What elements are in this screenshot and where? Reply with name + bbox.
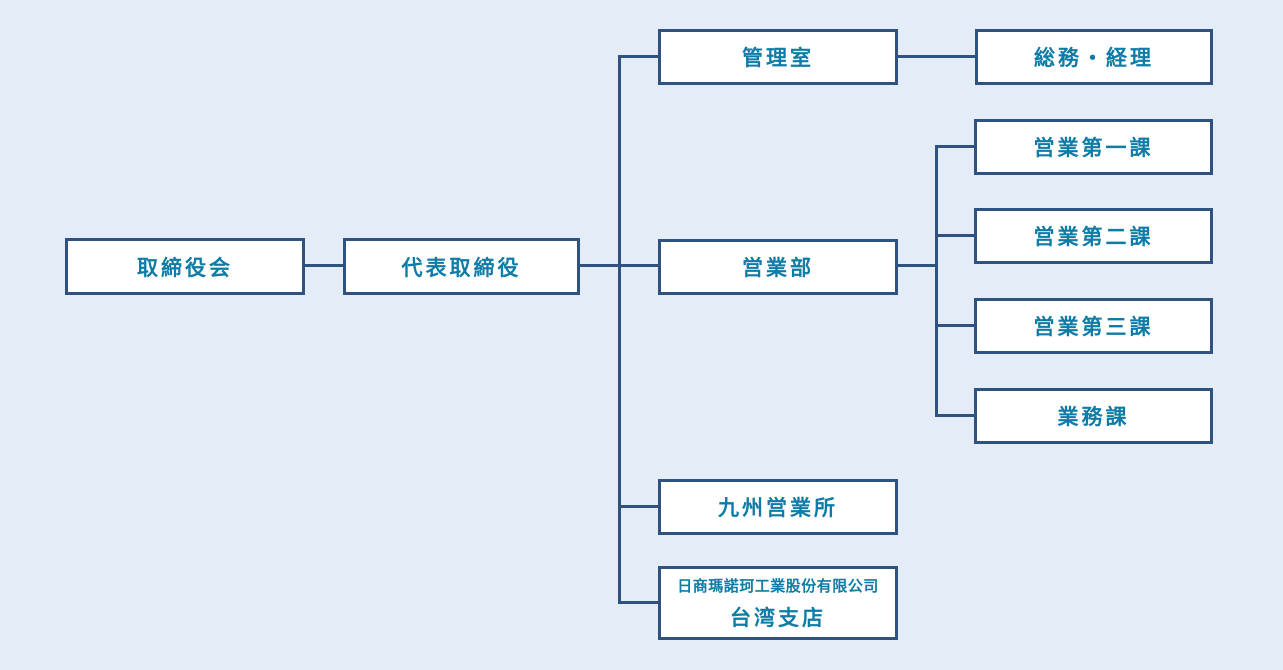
org-node-admin-office: 管理室 [658,29,898,85]
connector-stub-sales-section-1 [935,145,974,148]
org-node-general-affairs-accounting: 総務・経理 [975,29,1213,85]
org-node-taiwan-branch: 日商瑪諾珂工業股份有限公司 台湾支店 [658,566,898,640]
connector-board-to-representative-director [305,264,343,267]
org-node-sales-section-3: 営業第三課 [974,298,1213,354]
connector-admin-office-to-general-affairs [898,55,975,58]
org-node-label: 九州営業所 [718,497,838,520]
org-node-label: 営業部 [742,257,814,280]
org-node-label: 取締役会 [137,256,233,280]
org-node-label: 営業第三課 [1033,316,1154,339]
connector-trunk-representative-director [618,55,621,604]
connector-stub-taiwan-branch [618,601,658,604]
connector-stub-sales-section-3 [935,324,974,327]
org-node-operations-section: 業務課 [974,388,1213,444]
org-node-label: 管理室 [742,47,814,70]
org-node-label: 業務課 [1057,406,1130,429]
org-node-kyushu-sales-office: 九州営業所 [658,479,898,535]
connector-sales-department-to-trunk [898,264,938,267]
org-node-label: 営業第一課 [1033,137,1154,160]
org-node-taiwan-branch-label: 台湾支店 [730,606,826,630]
connector-trunk-sales-department [935,145,938,417]
connector-stub-operations-section [935,414,974,417]
org-node-label: 営業第二課 [1033,226,1154,249]
org-node-label: 総務・経理 [1034,47,1154,70]
org-node-sales-department: 営業部 [658,239,898,295]
org-node-sales-section-1: 営業第一課 [974,119,1213,175]
org-node-label: 代表取締役 [401,256,522,280]
connector-stub-kyushu-sales-office [618,505,658,508]
connector-stub-sales-section-2 [935,234,974,237]
org-node-taiwan-company-name: 日商瑪諾珂工業股份有限公司 [677,577,879,595]
org-node-sales-section-2: 営業第二課 [974,208,1213,264]
org-node-board-of-directors: 取締役会 [65,238,305,295]
org-node-representative-director: 代表取締役 [343,238,580,295]
connector-stub-admin-office [618,55,658,58]
